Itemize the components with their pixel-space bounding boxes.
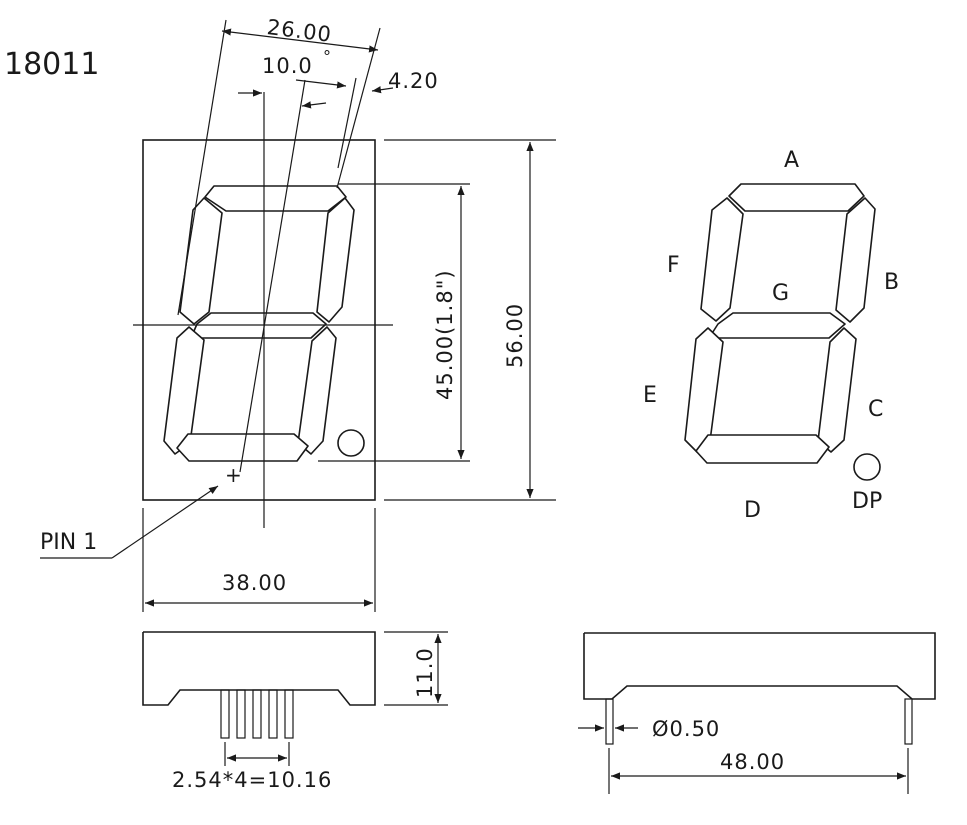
segment-width-extension xyxy=(337,77,357,169)
segment-map: A B C D E F G DP xyxy=(643,148,899,523)
part-number: 18011 xyxy=(4,47,99,82)
segment-label-c: C xyxy=(868,397,883,422)
dim-body-height: 56.00 xyxy=(384,139,556,501)
dim-segment-width: 4.20 xyxy=(238,69,439,109)
dim-pin-row-length: 48.00 xyxy=(608,748,909,794)
map-segment-c xyxy=(817,327,857,453)
front-segment-e xyxy=(163,326,205,455)
map-segment-d xyxy=(695,434,830,464)
dim-body-height-label: 56.00 xyxy=(503,303,527,368)
dim-slant-angle: 10.0 ° xyxy=(262,47,347,89)
side-pin xyxy=(268,689,278,739)
dim-pin-diameter-label: Ø0.50 xyxy=(652,717,720,741)
front-segment-a xyxy=(204,185,347,212)
dim-body-width-label: 38.00 xyxy=(222,571,287,595)
side-pin xyxy=(252,689,262,739)
map-segment-e xyxy=(684,327,724,453)
end-body-outline xyxy=(583,632,936,700)
dim-pin-diameter: Ø0.50 xyxy=(578,717,720,741)
dim-body-width: 38.00 xyxy=(142,508,376,612)
front-segment-dp xyxy=(337,429,365,457)
dim-digit-height: 45.00(1.8") xyxy=(318,183,470,462)
side-pin xyxy=(284,689,294,739)
map-segment-dp xyxy=(853,453,881,481)
segment-label-dp: DP xyxy=(852,489,882,514)
dim-body-depth-label: 11.0 xyxy=(413,647,437,698)
span-extension-left xyxy=(177,19,227,316)
dim-body-depth: 11.0 xyxy=(384,631,448,706)
degree-symbol: ° xyxy=(323,47,331,66)
segment-label-e: E xyxy=(643,383,657,408)
side-body-outline xyxy=(142,631,376,706)
segment-label-b: B xyxy=(884,270,899,295)
front-digit xyxy=(163,185,365,462)
map-segment-f xyxy=(700,197,744,322)
dim-digit-height-label: 45.00(1.8") xyxy=(433,269,457,400)
front-segment-f xyxy=(179,197,223,325)
side-pin xyxy=(236,689,246,739)
map-segment-a xyxy=(728,183,865,212)
dim-pin-pitch: 2.54*4=10.16 xyxy=(172,742,332,792)
side-pins xyxy=(220,689,294,739)
pin1-label: PIN 1 xyxy=(40,530,97,555)
dim-pin-pitch-label: 2.54*4=10.16 xyxy=(172,768,332,792)
front-segment-b xyxy=(316,197,355,323)
front-segment-d xyxy=(176,433,309,462)
segment-label-d: D xyxy=(744,498,761,523)
pin1-marker: + xyxy=(225,463,242,487)
front-view: + xyxy=(133,19,393,528)
dim-segment-width-label: 4.20 xyxy=(388,69,439,93)
segment-label-a: A xyxy=(784,148,799,173)
side-pin xyxy=(220,689,230,739)
display-body-outline xyxy=(142,139,376,501)
dim-segment-span: 26.00 xyxy=(221,15,379,53)
map-segment-b xyxy=(835,197,876,323)
end-view xyxy=(583,632,936,745)
side-view xyxy=(142,631,376,739)
span-extension-right xyxy=(336,27,381,189)
end-pin-right xyxy=(904,698,913,745)
pin1-callout: PIN 1 xyxy=(40,485,219,559)
segment-label-f: F xyxy=(667,253,680,278)
end-pin-left xyxy=(605,698,614,745)
dim-segment-span-label: 26.00 xyxy=(266,15,334,47)
map-segment-g xyxy=(708,312,846,339)
front-segment-c xyxy=(297,326,337,455)
slant-axis-line xyxy=(239,79,306,473)
dim-pin-row-length-label: 48.00 xyxy=(720,750,785,774)
dim-slant-angle-label: 10.0 xyxy=(262,54,313,78)
segment-label-g: G xyxy=(772,281,789,306)
